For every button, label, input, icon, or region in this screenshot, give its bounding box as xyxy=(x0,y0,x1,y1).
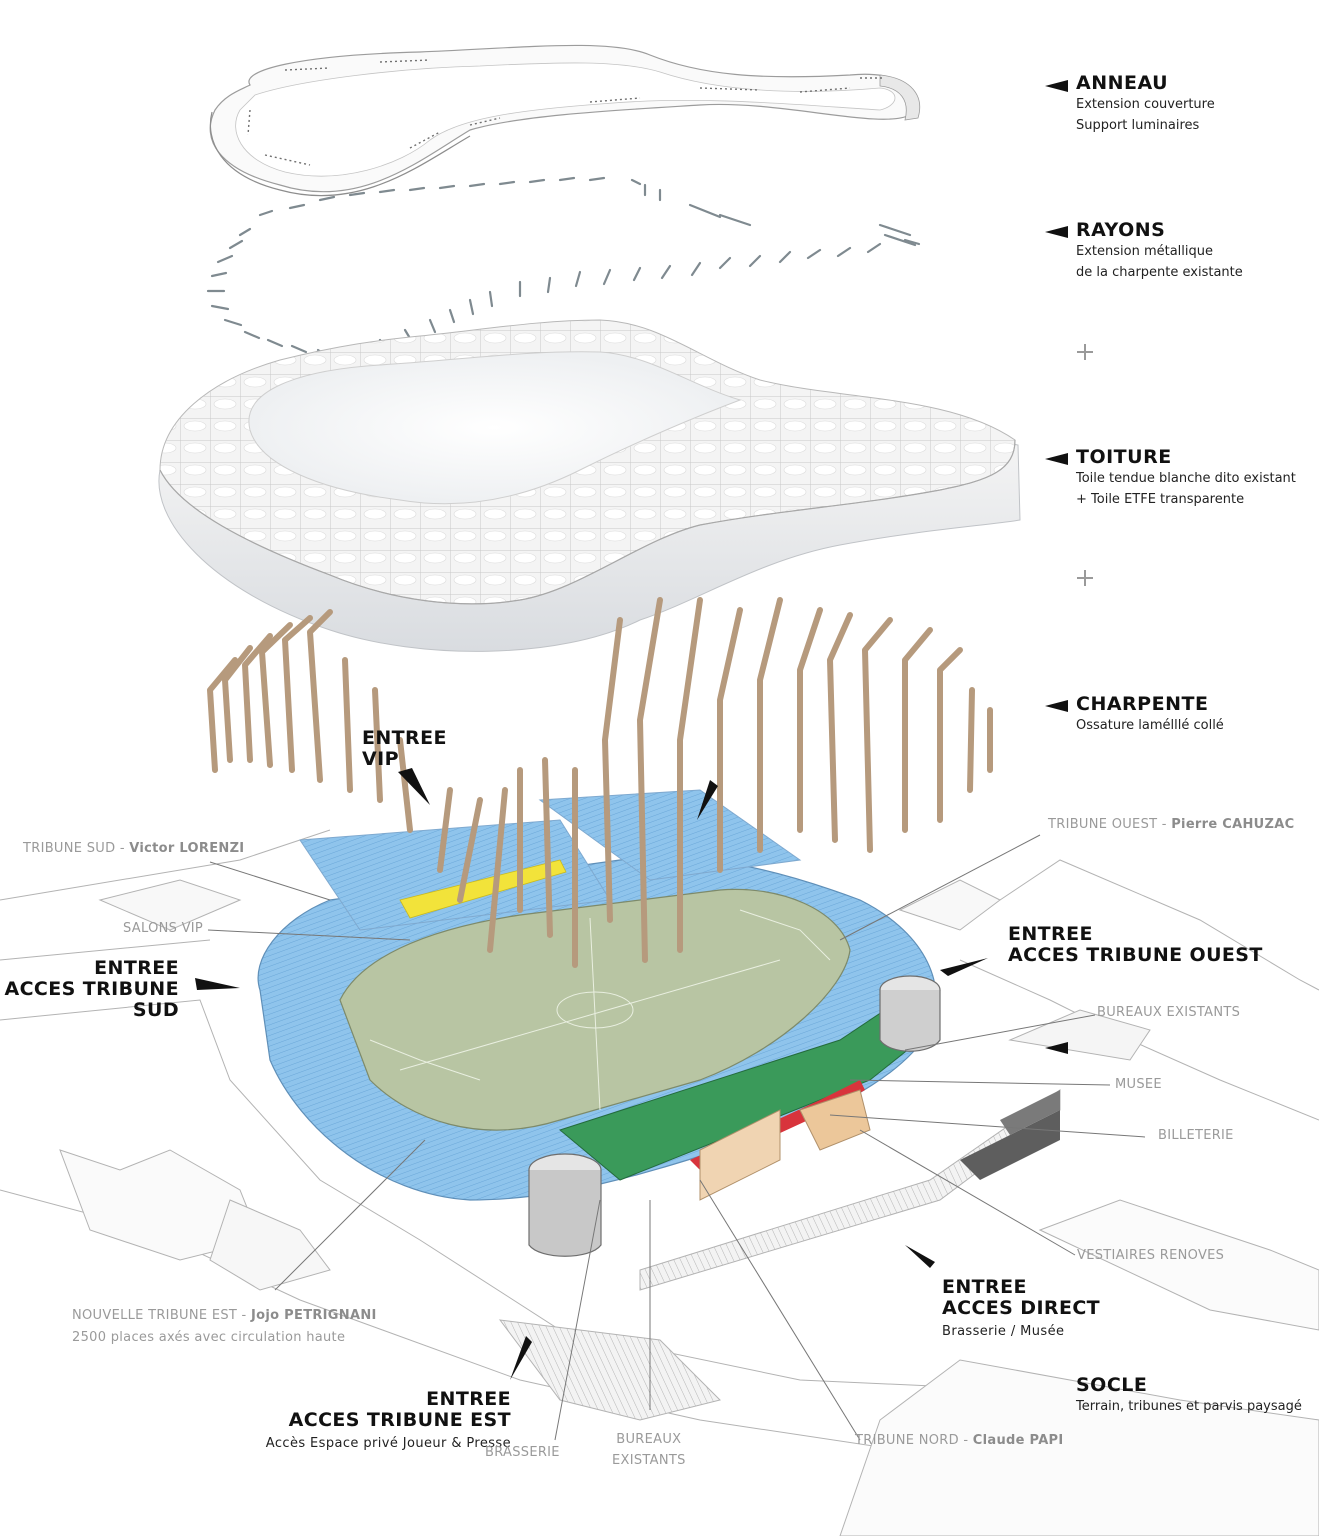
plus-signs xyxy=(1077,344,1093,586)
leader-lines xyxy=(207,834,1146,1441)
callout-name: Pierre CAHUZAC xyxy=(1171,817,1295,832)
callout-sub: 2500 places axés avec circulation haute xyxy=(72,1330,346,1345)
callout-name: Claude PAPI xyxy=(972,1433,1064,1448)
layer-title: TOITURE xyxy=(1076,446,1172,468)
layer-title: RAYONS xyxy=(1076,219,1166,241)
entry-tribune-sud-label: ENTREE ACCES TRIBUNE SUD xyxy=(4,958,179,1021)
layer-desc-line: Support luminaires xyxy=(1076,118,1200,133)
entry-sub: Accès Espace privé Joueur & Presse xyxy=(265,1436,511,1451)
callout-name: Jojo PETRIGNANI xyxy=(251,1308,377,1323)
callout-vestiaires: VESTIAIRES RENOVES xyxy=(1077,1248,1225,1263)
callout-prefix: TRIBUNE SUD - xyxy=(23,841,130,856)
layer-socle: SOCLE Terrain, tribunes et parvis paysag… xyxy=(1076,1374,1302,1417)
callout-musee: MUSEE xyxy=(1115,1077,1162,1092)
entry-line: ACCES DIRECT xyxy=(942,1297,1101,1319)
layer-title: CHARPENTE xyxy=(1076,693,1209,715)
callout-billeterie: BILLETERIE xyxy=(1158,1128,1234,1143)
layer-desc-line: Ossature lamélllé collé xyxy=(1076,718,1224,733)
layer-desc-line: Terrain, tribunes et parvis paysagé xyxy=(1076,1399,1302,1414)
callout-line: EXISTANTS xyxy=(612,1453,686,1468)
roof-layer xyxy=(158,319,1021,652)
entry-line: ENTREE xyxy=(426,1388,511,1410)
callout-tribune-nord: TRIBUNE NORD - Claude PAPI xyxy=(855,1433,1064,1448)
callout-name: Victor LORENZI xyxy=(129,841,245,856)
entry-sub: Brasserie / Musée xyxy=(942,1324,1065,1339)
entry-line: ACCES TRIBUNE EST xyxy=(288,1409,511,1431)
callout-prefix: TRIBUNE NORD - xyxy=(855,1433,973,1448)
pointer-arrows xyxy=(195,80,1068,1380)
layer-desc-line: Extension métallique xyxy=(1076,244,1214,259)
stadium-bowl xyxy=(257,789,941,1257)
timber-frames-layer xyxy=(207,597,993,968)
entry-line: ACCES TRIBUNE xyxy=(4,978,179,1000)
callout-bureaux-existants: BUREAUX EXISTANTS xyxy=(1097,1005,1241,1020)
entry-tribune-ouest-label: ENTREE ACCES TRIBUNE OUEST xyxy=(1008,924,1263,966)
entry-acces-direct-label: ENTREE ACCES DIRECT Brasserie / Musée xyxy=(942,1277,1100,1342)
callout-nouvelle-tribune-est: NOUVELLE TRIBUNE EST - Jojo PETRIGNANI 2… xyxy=(72,1305,377,1349)
callout-bureaux-existants-bottom: BUREAUX EXISTANTS xyxy=(612,1429,686,1471)
layer-desc-line: Extension couverture xyxy=(1076,97,1215,112)
layer-desc-line: + Toile ETFE transparente xyxy=(1076,492,1245,507)
site-plan-base xyxy=(0,829,1319,1536)
entry-line: ENTREE xyxy=(1008,923,1093,945)
layer-toiture: TOITURE Toile tendue blanche dito exista… xyxy=(1076,446,1296,510)
callout-line: BUREAUX xyxy=(616,1432,682,1447)
layer-title: ANNEAU xyxy=(1076,72,1169,94)
layer-title: SOCLE xyxy=(1076,1374,1148,1396)
layer-charpente: CHARPENTE Ossature lamélllé collé xyxy=(1076,693,1224,736)
callout-prefix: TRIBUNE OUEST - xyxy=(1048,817,1172,832)
callout-brasserie: BRASSERIE xyxy=(485,1445,560,1460)
entry-line: ENTREE xyxy=(94,957,179,979)
entry-line: ENTREE xyxy=(362,727,447,749)
callout-tribune-ouest: TRIBUNE OUEST - Pierre CAHUZAC xyxy=(1048,817,1294,832)
entry-line: ENTREE xyxy=(942,1276,1027,1298)
entry-vip-label: ENTREE VIP xyxy=(362,728,447,770)
callout-salons-vip: SALONS VIP xyxy=(123,921,204,936)
entry-tribune-est-label: ENTREE ACCES TRIBUNE EST Accès Espace pr… xyxy=(266,1389,511,1454)
layer-rayons: RAYONS Extension métallique de la charpe… xyxy=(1076,219,1243,283)
ring-layer xyxy=(209,44,920,197)
entry-line: ACCES TRIBUNE OUEST xyxy=(1008,944,1263,966)
entry-line: VIP xyxy=(362,748,399,770)
callout-tribune-sud: TRIBUNE SUD - Victor LORENZI xyxy=(23,841,244,856)
layer-desc-line: de la charpente existante xyxy=(1076,265,1243,280)
callout-prefix: NOUVELLE TRIBUNE EST - xyxy=(72,1308,251,1323)
layer-anneau: ANNEAU Extension couverture Support lumi… xyxy=(1076,72,1215,136)
layer-desc-line: Toile tendue blanche dito existant xyxy=(1076,471,1296,486)
entry-line: SUD xyxy=(132,999,179,1021)
